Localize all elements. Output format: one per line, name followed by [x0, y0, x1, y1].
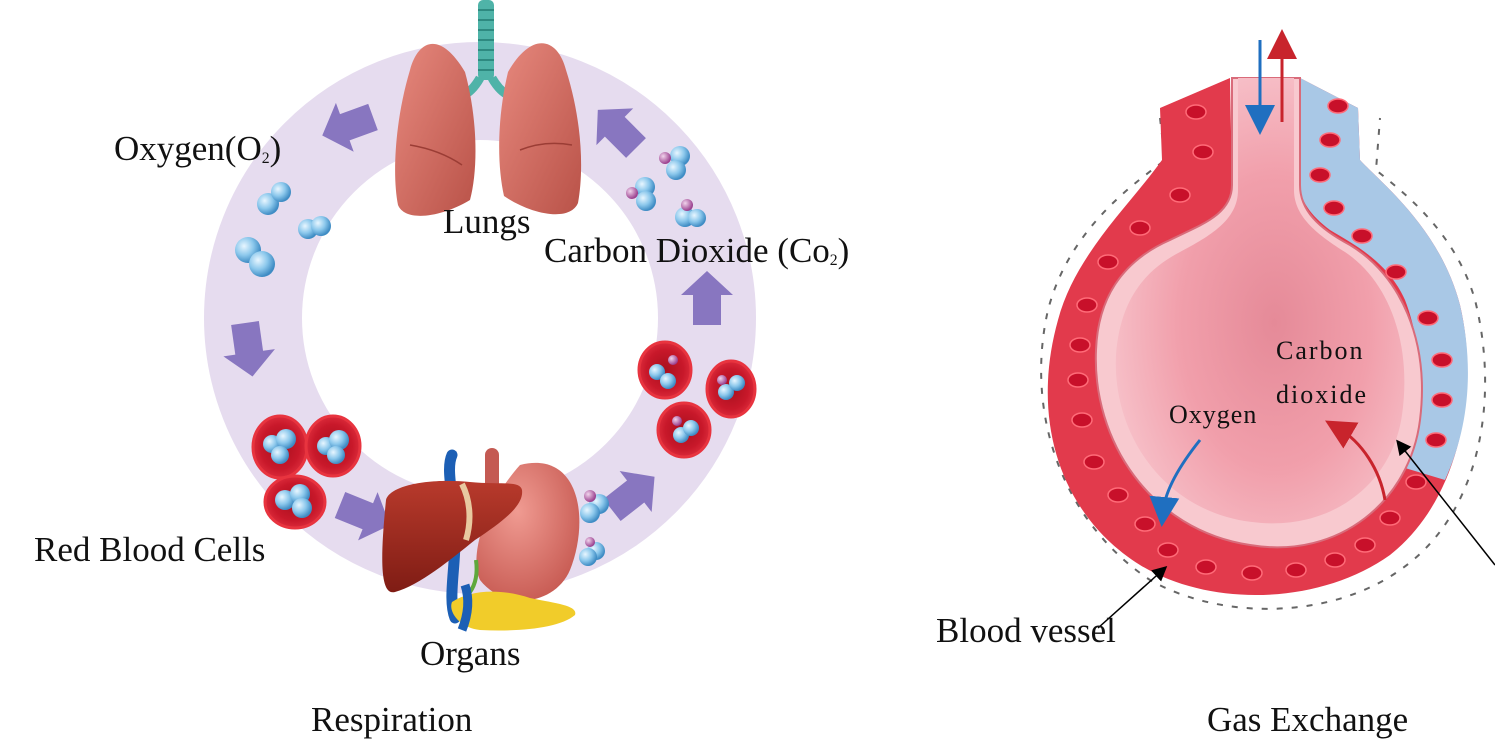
respiration-title: Respiration	[311, 700, 473, 739]
co2-label-subscript: 2	[829, 252, 838, 270]
cycle-arrow-icon	[223, 321, 275, 377]
ge-dioxide-label: dioxide	[1276, 380, 1368, 409]
red-blood-cell-icon	[1157, 542, 1179, 558]
red-blood-cell-icon	[705, 359, 757, 419]
organs-icon	[382, 448, 580, 632]
red-blood-cell-icon	[304, 414, 362, 478]
red-blood-cell-icon	[1241, 565, 1263, 581]
oxygen-label-close: )	[269, 129, 282, 168]
deoxygenated-pointer-icon	[1396, 439, 1495, 566]
co2-label-text: Carbon Dioxide (Co	[544, 231, 830, 270]
co2-molecule-icon	[626, 177, 656, 211]
oxygen-label: Oxygen(O2)	[114, 131, 281, 167]
red-blood-cell-icon	[1327, 98, 1349, 114]
red-blood-cell-icon	[1324, 552, 1346, 568]
rbc-label: Red Blood Cells	[34, 530, 266, 569]
red-blood-cell-icon	[1354, 537, 1376, 553]
co2-label: Carbon Dioxide (Co2)	[544, 233, 849, 269]
red-blood-cell-icon	[1107, 487, 1129, 503]
co2-molecule-icon	[659, 146, 690, 180]
cycle-arrow-icon	[603, 471, 655, 522]
oxygen-molecules	[235, 182, 331, 277]
red-blood-cell-icon	[1417, 310, 1439, 326]
cycle-arrow-icon	[334, 492, 391, 541]
ge-oxygen-label: Oxygen	[1169, 400, 1258, 429]
oxygen-label-text: Oxygen(O	[114, 129, 262, 168]
red-blood-cell-icon	[1169, 187, 1191, 203]
gas-exchange-title: Gas Exchange	[1207, 700, 1409, 739]
red-blood-cell-icon	[1425, 432, 1447, 448]
red-blood-cell-icon	[251, 414, 309, 480]
co2-diffusion-arrow-icon	[1325, 420, 1387, 501]
red-blood-cell-icon	[1134, 516, 1156, 532]
red-blood-cell-icon	[1192, 144, 1214, 160]
red-blood-cell-icon	[1097, 254, 1119, 270]
lungs-icon	[395, 0, 582, 216]
red-blood-cell-icon	[1067, 372, 1089, 388]
red-blood-cells-oxygenated	[251, 414, 362, 530]
vessel-pointer-icon	[1097, 565, 1168, 629]
ge-carbon-label: Carbon	[1276, 336, 1365, 365]
red-blood-cell-icon	[1323, 200, 1345, 216]
red-blood-cell-icon	[1285, 562, 1307, 578]
alveolus	[1115, 78, 1405, 524]
oxygen-label-subscript: 2	[261, 150, 270, 168]
co2-molecule-icon	[675, 199, 706, 227]
blood-vessel-deoxygenated	[1300, 78, 1468, 480]
red-blood-cell-icon	[637, 340, 693, 400]
red-blood-cell-icon	[1379, 510, 1401, 526]
red-blood-cell-icon	[1385, 264, 1407, 280]
co2-molecule-icon	[580, 490, 609, 523]
co2-molecules	[579, 146, 706, 566]
red-blood-cell-icon	[1195, 559, 1217, 575]
red-blood-cell-icon	[656, 401, 712, 459]
oxygen-molecule-icon	[298, 216, 331, 239]
oxygen-molecule-icon	[257, 182, 291, 215]
cycle-arrow-icon	[322, 102, 378, 152]
oxygen-molecule-icon	[235, 237, 275, 277]
red-blood-cells-deoxygenated	[637, 340, 757, 459]
vessel-red-blood-cells	[1067, 98, 1453, 581]
blood-vessel-label: Blood vessel	[936, 611, 1116, 650]
red-blood-cell-icon	[1351, 228, 1373, 244]
cycle-arrow-icon	[596, 108, 646, 158]
respiration-diagram	[204, 0, 757, 632]
red-blood-cell-icon	[1431, 392, 1453, 408]
red-blood-cell-icon	[1319, 132, 1341, 148]
co2-label-close: )	[837, 231, 850, 270]
gas-exchange-diagram	[1040, 29, 1495, 629]
red-blood-cell-icon	[263, 474, 327, 530]
lungs-label: Lungs	[443, 202, 531, 241]
red-blood-cell-icon	[1083, 454, 1105, 470]
red-blood-cell-icon	[1185, 104, 1207, 120]
cycle-arrow-icon	[681, 271, 733, 325]
oxygen-diffusion-arrow-icon	[1149, 439, 1202, 527]
organs-label: Organs	[420, 634, 521, 673]
red-blood-cell-icon	[1071, 412, 1093, 428]
red-blood-cell-icon	[1069, 337, 1091, 353]
red-blood-cell-icon	[1405, 474, 1427, 490]
red-blood-cell-icon	[1431, 352, 1453, 368]
cycle-arrows	[223, 102, 733, 541]
red-blood-cell-icon	[1309, 167, 1331, 183]
red-blood-cell-icon	[1129, 220, 1151, 236]
red-blood-cell-icon	[1076, 297, 1098, 313]
co2-molecule-icon	[579, 537, 605, 566]
